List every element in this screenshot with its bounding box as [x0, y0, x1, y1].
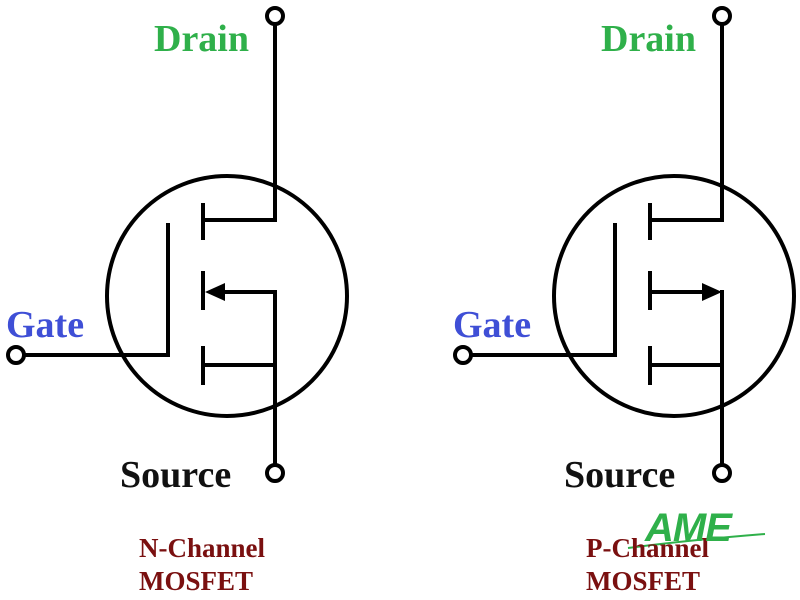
- n-type-line2: MOSFET: [139, 566, 254, 596]
- p-drain-terminal: [712, 6, 732, 26]
- n-gate-terminal: [6, 345, 26, 365]
- p-gate-terminal: [453, 345, 473, 365]
- n-channel-symbol: [22, 20, 349, 467]
- p-source-terminal: [712, 463, 732, 483]
- p-gate-label: Gate: [453, 304, 532, 346]
- ame-logo-swoosh: [627, 533, 766, 549]
- p-type-line1: P-Channel: [586, 533, 710, 563]
- p-type-line2: MOSFET: [586, 566, 701, 596]
- p-channel-symbol: [469, 20, 796, 467]
- n-source-label: Source: [120, 454, 232, 496]
- ame-logo: AME: [645, 506, 732, 550]
- p-source-label: Source: [564, 454, 676, 496]
- p-channel-arrow-head: [702, 283, 722, 301]
- n-drain-terminal: [265, 6, 285, 26]
- p-channel-body-circle: [552, 174, 796, 418]
- n-source-terminal: [265, 463, 285, 483]
- n-drain-label: Drain: [154, 18, 249, 60]
- n-channel-arrow-head: [205, 283, 225, 301]
- n-gate-label: Gate: [6, 304, 85, 346]
- n-channel-body-circle: [105, 174, 349, 418]
- n-type-line1: N-Channel: [139, 533, 266, 563]
- p-drain-label: Drain: [601, 18, 696, 60]
